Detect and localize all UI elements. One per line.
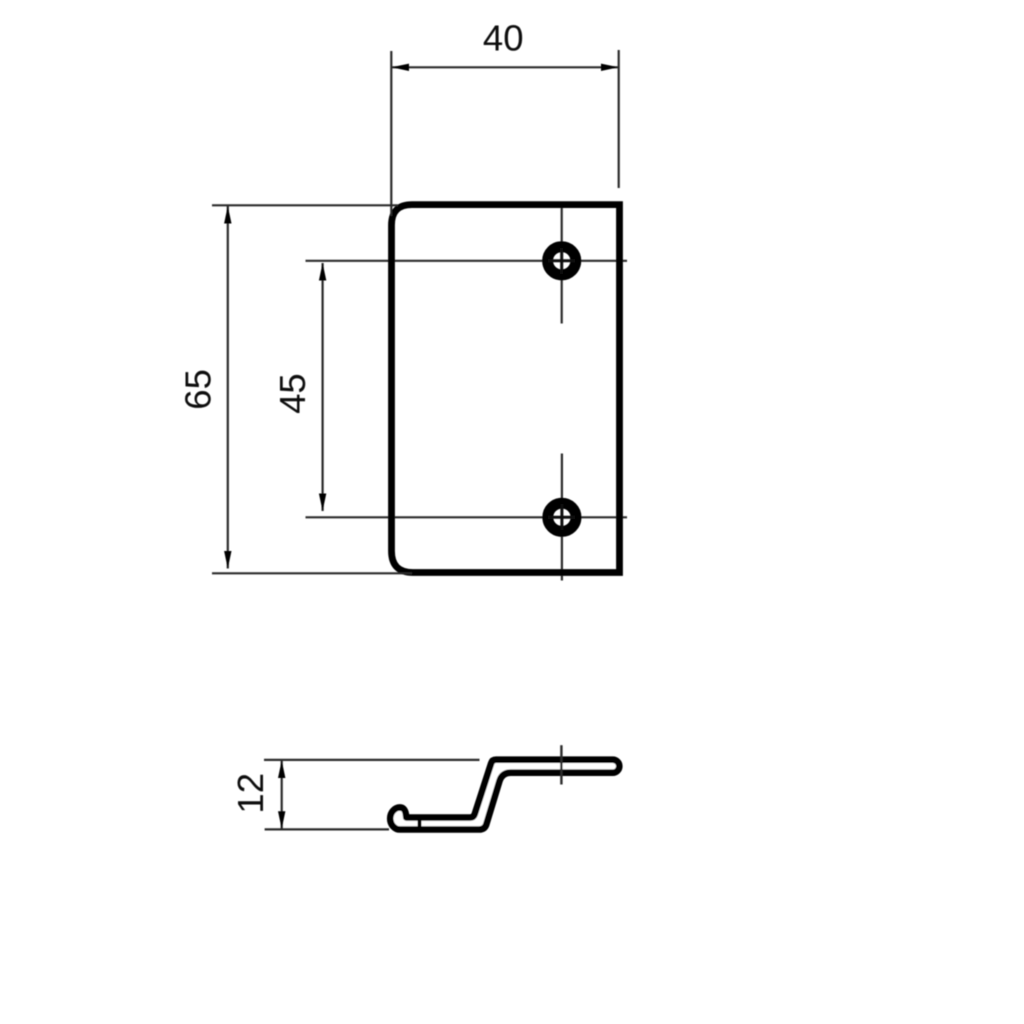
svg-text:12: 12 [230,773,271,814]
svg-text:40: 40 [483,18,524,59]
svg-text:45: 45 [272,373,313,414]
svg-text:65: 65 [178,369,219,410]
